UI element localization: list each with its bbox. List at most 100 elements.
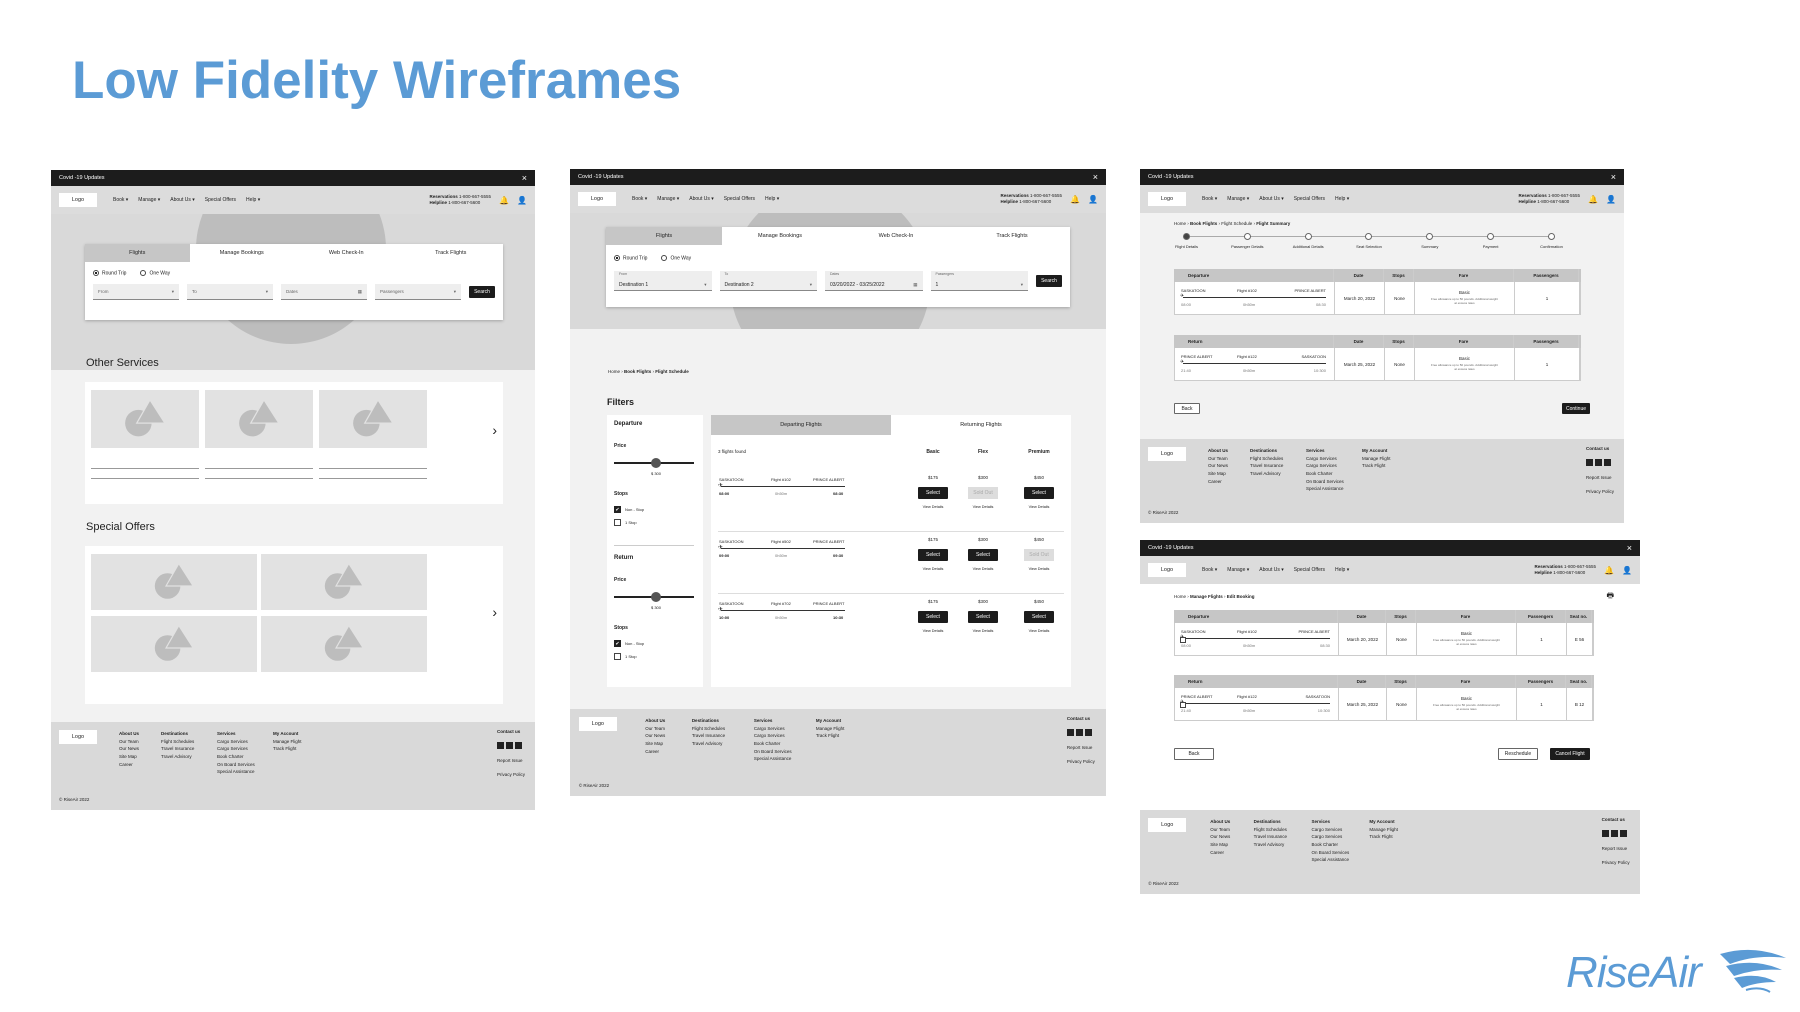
dates-field[interactable]: Dates▦ — [281, 284, 367, 301]
menu-item[interactable]: Book ▾ — [113, 197, 129, 203]
footer-link[interactable]: On Board Services — [1306, 478, 1344, 484]
footer-link[interactable]: Our News — [1208, 463, 1229, 469]
footer-link[interactable]: Book Charter — [753, 740, 781, 746]
report-issue-link[interactable]: Report Issue — [496, 758, 523, 764]
bell-icon[interactable]: 🔔 — [499, 195, 510, 205]
logo[interactable]: Logo — [1148, 192, 1186, 206]
footer-link[interactable]: Cargo Services — [217, 746, 248, 752]
footer-link[interactable]: Flight Schedules — [691, 725, 726, 731]
next-arrow-icon[interactable]: › — [492, 422, 497, 438]
close-icon[interactable]: × — [1610, 171, 1616, 182]
price-slider-handle[interactable] — [651, 458, 661, 468]
facebook-icon[interactable] — [1066, 728, 1074, 736]
footer-link[interactable]: Site Map — [645, 740, 664, 746]
logo[interactable]: Logo — [578, 192, 616, 206]
breadcrumb-item[interactable]: Home — [608, 369, 621, 374]
search-button[interactable]: Search — [1036, 275, 1062, 288]
select-button[interactable]: Select — [918, 549, 948, 561]
offer-image[interactable] — [261, 616, 427, 672]
breadcrumb-item[interactable]: Home — [1174, 221, 1187, 226]
printer-icon[interactable]: 🖶 — [1606, 591, 1614, 600]
footer-logo[interactable]: Logo — [1148, 447, 1186, 461]
footer-link[interactable]: Special Assistance — [1311, 857, 1350, 863]
covid-banner[interactable]: Covid -19 Updates× — [1140, 169, 1624, 185]
logo[interactable]: Logo — [59, 193, 97, 207]
checkbox-checked[interactable]: ✔ — [614, 640, 621, 647]
row-checkbox[interactable] — [1180, 702, 1186, 708]
footer-link[interactable]: Book Charter — [217, 753, 244, 759]
instagram-icon[interactable] — [1084, 728, 1092, 736]
facebook-icon[interactable] — [496, 741, 504, 749]
footer-link[interactable]: Track Flight — [273, 746, 297, 752]
footer-link[interactable]: Cargo Services — [1311, 834, 1343, 840]
report-issue-link[interactable]: Report Issue — [1585, 475, 1612, 481]
instagram-icon[interactable] — [1619, 829, 1627, 837]
footer-link[interactable]: Book Charter — [1311, 841, 1338, 847]
footer-link[interactable]: Cargo Services — [1306, 463, 1337, 469]
non-stop-checkbox[interactable]: ✔Non - Stop — [614, 506, 644, 513]
user-icon[interactable]: 👤 — [1088, 194, 1098, 204]
twitter-icon[interactable] — [1594, 458, 1602, 466]
from-field[interactable]: From▾ — [93, 284, 179, 301]
footer-link[interactable]: Manage Flight — [1369, 826, 1398, 832]
footer-link[interactable]: Our News — [1210, 834, 1231, 840]
tab-manage-bookings[interactable]: Manage Bookings — [722, 227, 838, 245]
footer-link[interactable]: On Board Services — [753, 748, 792, 754]
radio-on[interactable] — [93, 270, 99, 276]
footer-link[interactable]: Special Assistance — [1306, 486, 1344, 492]
footer-link[interactable]: Travel Advisory — [1250, 470, 1281, 476]
tab-flights[interactable]: Flights — [606, 227, 722, 245]
view-details-link[interactable]: View Details — [972, 567, 994, 571]
menu-item[interactable]: Help ▾ — [1335, 567, 1350, 573]
privacy-link[interactable]: Privacy Policy — [1585, 488, 1614, 494]
footer-link[interactable]: Special Assistance — [753, 756, 792, 762]
checkbox-empty[interactable] — [614, 653, 621, 660]
menu-item[interactable]: Manage ▾ — [1227, 196, 1250, 202]
close-icon[interactable]: × — [1092, 171, 1098, 182]
footer-link[interactable]: Travel Insurance — [691, 733, 726, 739]
footer-link[interactable]: Travel Insurance — [1253, 834, 1287, 840]
footer-link[interactable]: Our News — [645, 733, 666, 739]
footer-link[interactable]: On Board Services — [1311, 849, 1350, 855]
footer-link[interactable]: Track Flight — [815, 733, 840, 739]
breadcrumb-item[interactable]: Flight Schedule — [1221, 221, 1253, 226]
non-stop-checkbox[interactable]: ✔Non - Stop — [614, 640, 644, 647]
checkbox-checked[interactable]: ✔ — [614, 506, 621, 513]
bell-icon[interactable]: 🔔 — [1604, 565, 1615, 575]
view-details-link[interactable]: View Details — [922, 505, 944, 509]
user-icon[interactable]: 👤 — [517, 195, 527, 205]
breadcrumb-item[interactable]: Book Flights — [1190, 221, 1218, 226]
offer-image[interactable] — [91, 616, 257, 672]
footer-logo[interactable]: Logo — [578, 717, 617, 731]
footer-link[interactable]: Manage Flight — [1362, 455, 1391, 461]
menu-item[interactable]: Help ▾ — [1335, 196, 1350, 202]
select-button[interactable]: Select — [968, 611, 998, 623]
close-icon[interactable]: × — [1626, 542, 1632, 553]
tab-web-check-in[interactable]: Web Check-In — [838, 227, 954, 245]
footer-link[interactable]: Site Map — [1208, 470, 1226, 476]
cancel-flight-button[interactable]: Cancel Flight — [1550, 748, 1590, 760]
menu-item[interactable]: Manage ▾ — [138, 197, 161, 203]
round-trip-radio[interactable]: Round Trip — [614, 255, 647, 261]
twitter-icon[interactable] — [1075, 728, 1083, 736]
footer-logo[interactable]: Logo — [59, 730, 97, 744]
footer-link[interactable]: Our News — [119, 746, 140, 752]
radio-off[interactable] — [140, 270, 147, 276]
covid-banner[interactable]: Covid -19 Updates× — [1140, 540, 1640, 556]
menu-item[interactable]: Special Offers — [204, 197, 237, 203]
bell-icon[interactable]: 🔔 — [1588, 194, 1599, 204]
breadcrumb-item[interactable]: Manage Flights — [1190, 594, 1223, 599]
tab-track-flights[interactable]: Track Flights — [954, 227, 1070, 245]
footer-link[interactable]: Flight Schedules — [1250, 455, 1284, 461]
breadcrumb-item[interactable]: Home — [1174, 594, 1187, 599]
price-slider-handle[interactable] — [651, 592, 661, 602]
close-icon[interactable]: × — [521, 172, 527, 183]
view-details-link[interactable]: View Details — [1028, 629, 1050, 633]
footer-link[interactable]: Cargo Services — [753, 733, 785, 739]
one-stop-checkbox[interactable]: 1 Stop — [614, 519, 637, 526]
footer-link[interactable]: Track Flight — [1369, 834, 1393, 840]
view-details-link[interactable]: View Details — [1028, 567, 1050, 571]
covid-banner[interactable]: Covid -19 Updates× — [51, 170, 535, 186]
footer-link[interactable]: Site Map — [1210, 841, 1228, 847]
service-image[interactable] — [319, 390, 427, 448]
